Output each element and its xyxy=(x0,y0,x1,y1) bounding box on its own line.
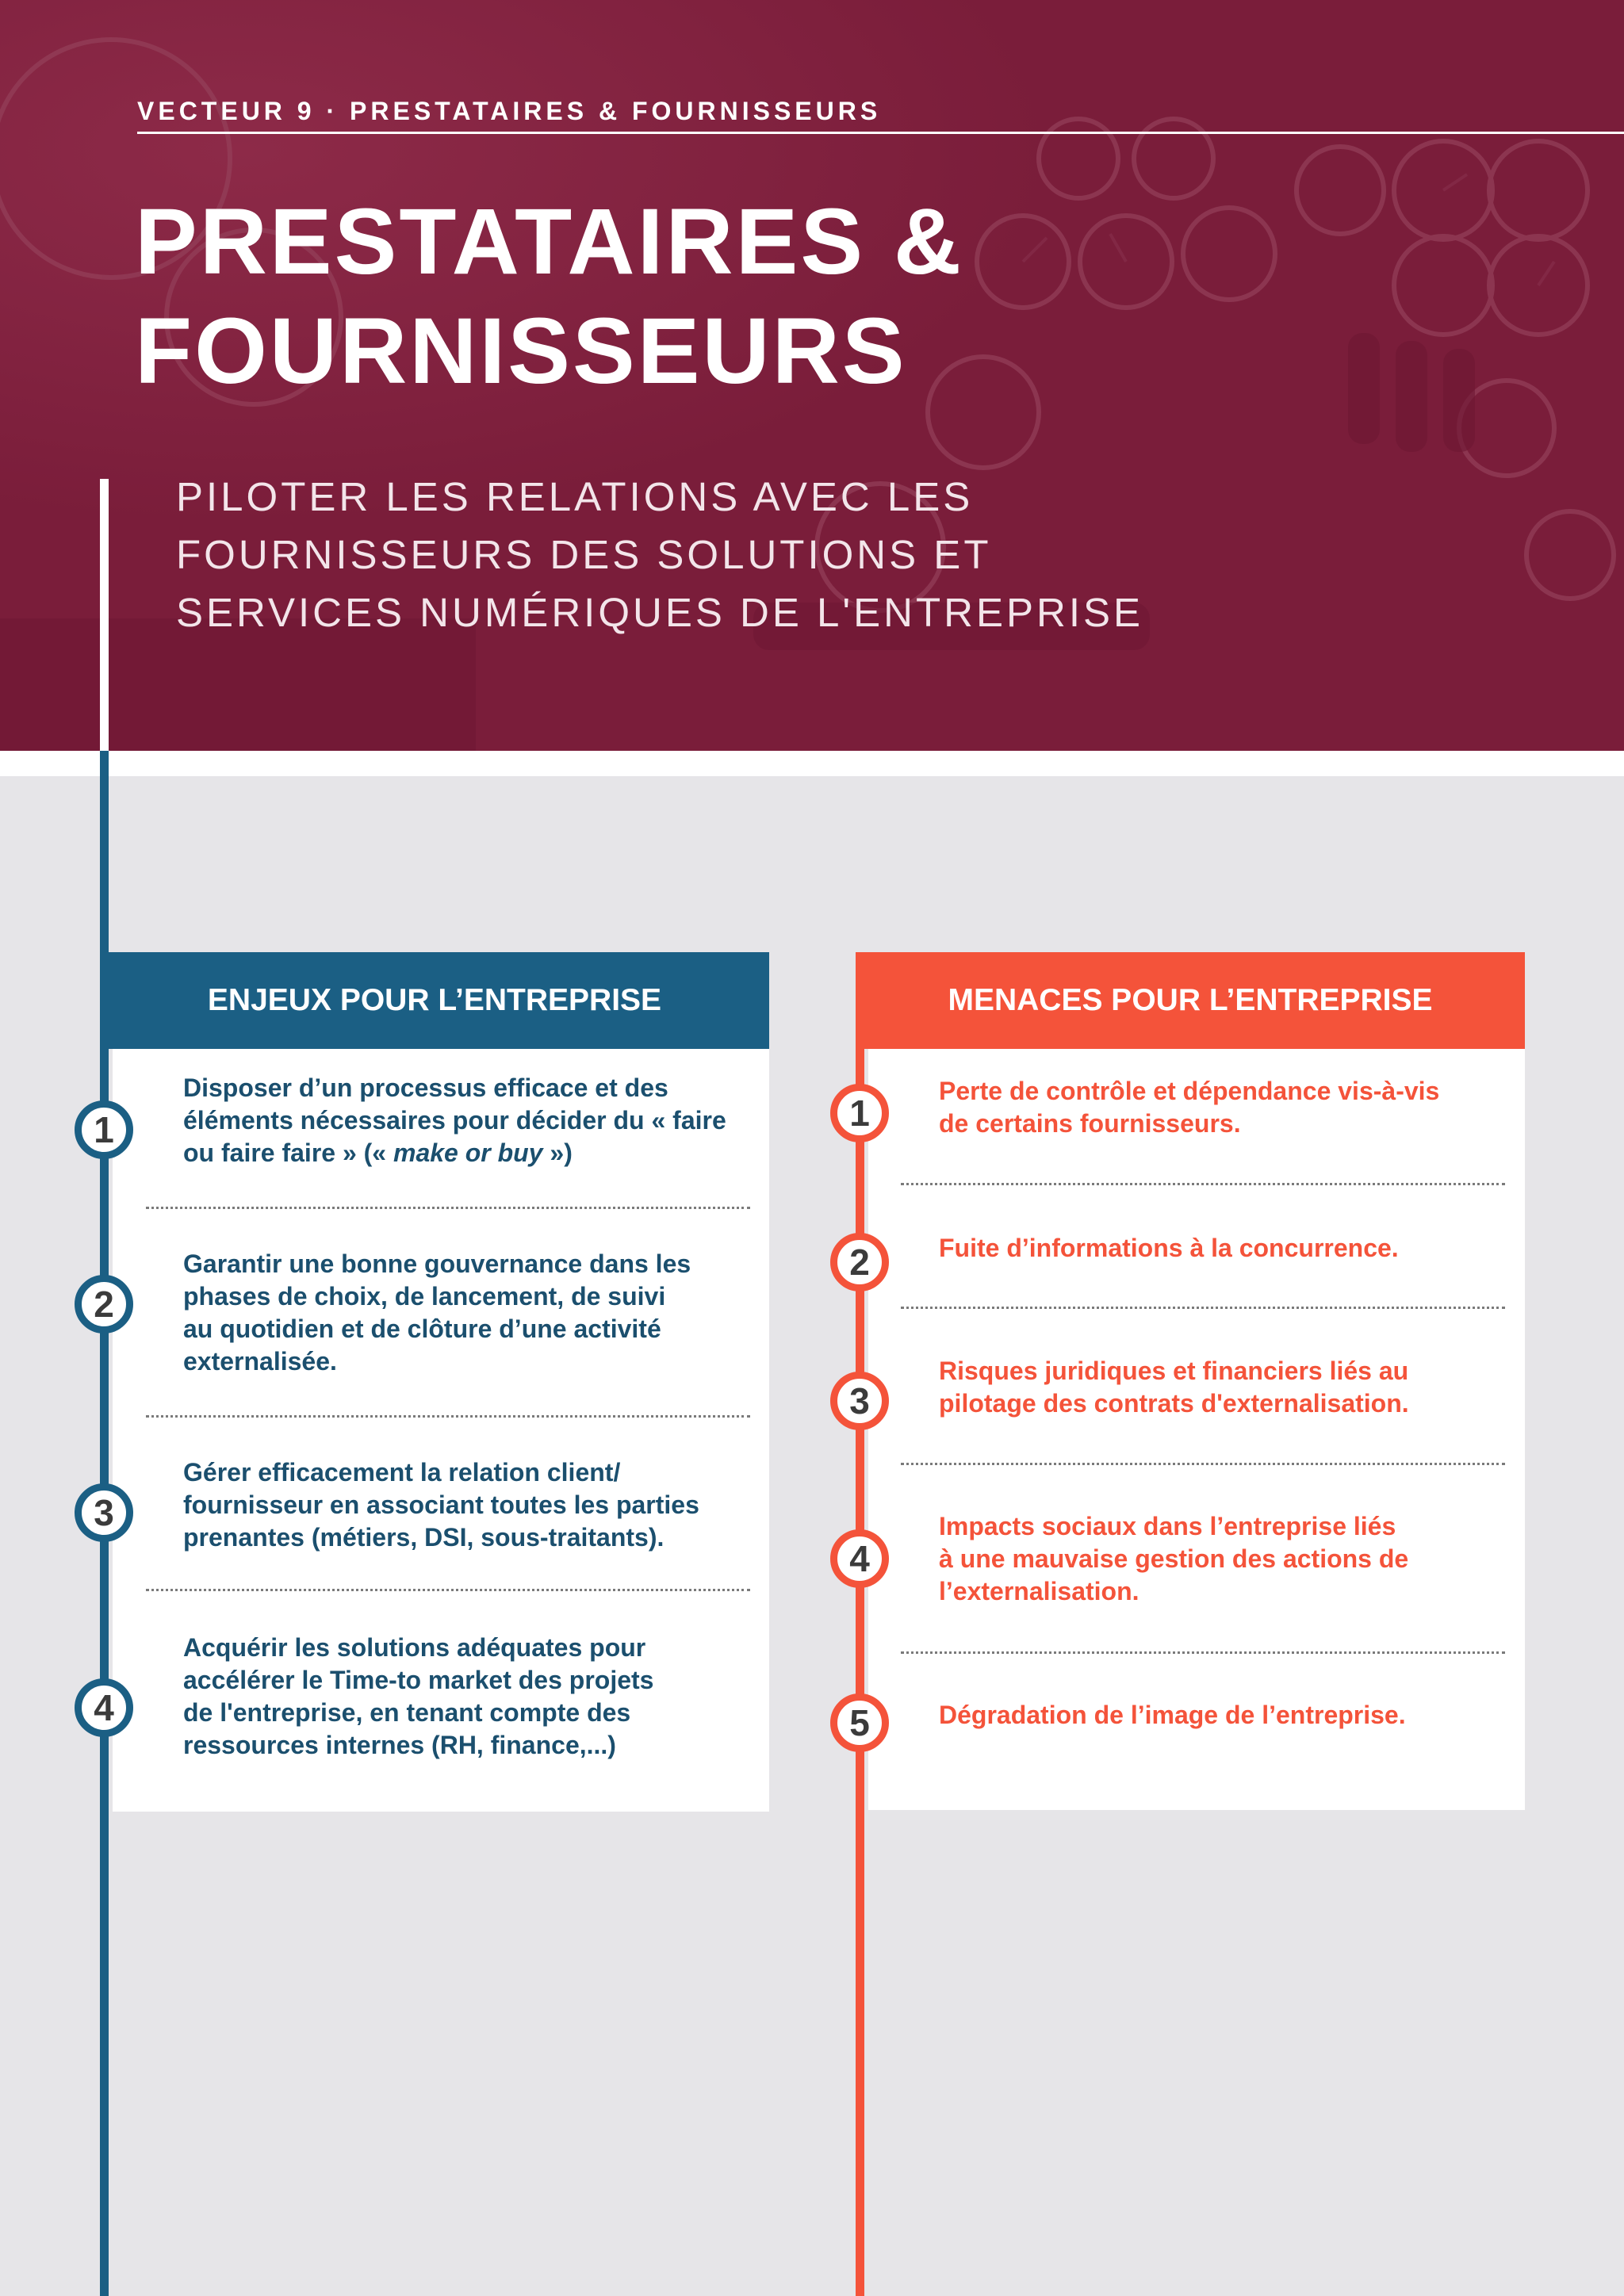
text-line: Perte de contrôle et dépendance vis-à-vi… xyxy=(939,1077,1440,1105)
enjeux-item-3-text: Gérer efficacement la relation client/ f… xyxy=(183,1456,754,1554)
menaces-item-1-text: Perte de contrôle et dépendance vis-à-vi… xyxy=(939,1075,1510,1140)
hero-separator xyxy=(0,751,1624,776)
cockpit-background-image xyxy=(0,0,1624,751)
item-divider xyxy=(901,1183,1505,1185)
text-line: Dégradation de l’image de l’entreprise. xyxy=(939,1701,1406,1729)
menaces-item-5-text: Dégradation de l’image de l’entreprise. xyxy=(939,1699,1510,1732)
text-fragment: ou faire faire » (« xyxy=(183,1138,393,1167)
menaces-item-2-text: Fuite d’informations à la concurrence. xyxy=(939,1232,1510,1265)
menaces-number-badge: 5 xyxy=(830,1693,889,1752)
enjeux-item-2-text: Garantir une bonne gouvernance dans les … xyxy=(183,1248,754,1378)
item-divider xyxy=(146,1589,750,1591)
kicker-label: VECTEUR 9 · PRESTATAIRES & FOURNISSEURS xyxy=(137,97,882,125)
page-title-line: PRESTATAIRES & xyxy=(135,189,964,294)
text-line: à une mauvaise gestion des actions de xyxy=(939,1544,1409,1573)
page-title: PRESTATAIRES & FOURNISSEURS xyxy=(135,187,963,406)
item-divider xyxy=(146,1207,750,1209)
text-line: externalisée. xyxy=(183,1347,337,1376)
text-line: pilotage des contrats d'externalisation. xyxy=(939,1389,1409,1418)
text-line: fournisseur en associant toutes les part… xyxy=(183,1490,699,1519)
text-line: Fuite d’informations à la concurrence. xyxy=(939,1234,1399,1262)
menaces-number-badge: 2 xyxy=(830,1233,889,1292)
text-line: Acquérir les solutions adéquates pour xyxy=(183,1633,646,1662)
text-line: accélérer le Time-to market des projets xyxy=(183,1666,654,1694)
text-line: Gérer efficacement la relation client/ xyxy=(183,1458,621,1487)
text-line: l’externalisation. xyxy=(939,1577,1139,1605)
enjeux-item-4-text: Acquérir les solutions adéquates pour ac… xyxy=(183,1632,754,1762)
subtitle-line: PILOTER LES RELATIONS AVEC LES xyxy=(176,474,974,519)
menaces-card xyxy=(868,952,1525,1810)
text-line: prenantes (métiers, DSI, sous-traitants)… xyxy=(183,1523,665,1552)
hero-banner: VECTEUR 9 · PRESTATAIRES & FOURNISSEURS … xyxy=(0,0,1624,751)
enjeux-card-title: ENJEUX POUR L’ENTREPRISE xyxy=(100,952,769,1049)
text-line: ressources internes (RH, finance,...) xyxy=(183,1731,616,1759)
text-line: éléments nécessaires pour décider du « f… xyxy=(183,1106,726,1135)
text-line: Risques juridiques et financiers liés au xyxy=(939,1357,1409,1385)
text-line: au quotidien et de clôture d’une activit… xyxy=(183,1314,661,1343)
enjeux-number-badge: 4 xyxy=(75,1678,133,1737)
text-line: phases de choix, de lancement, de suivi xyxy=(183,1282,666,1311)
enjeux-card xyxy=(113,952,769,1812)
text-line: de l'entreprise, en tenant compte des xyxy=(183,1698,631,1727)
item-divider xyxy=(901,1463,1505,1465)
menaces-item-3-text: Risques juridiques et financiers liés au… xyxy=(939,1355,1510,1420)
menaces-number-badge: 4 xyxy=(830,1529,889,1588)
menaces-timeline-line xyxy=(856,952,864,2296)
enjeux-number-badge: 1 xyxy=(75,1100,133,1159)
text-line: ou faire faire » (« make or buy ») xyxy=(183,1137,754,1169)
text-line: Garantir une bonne gouvernance dans les xyxy=(183,1249,691,1278)
subtitle-line: FOURNISSEURS DES SOLUTIONS ET xyxy=(176,532,992,577)
item-divider xyxy=(146,1415,750,1418)
item-divider xyxy=(901,1651,1505,1654)
text-line: Disposer d’un processus efficace et des xyxy=(183,1073,668,1102)
menaces-item-4-text: Impacts sociaux dans l’entreprise liés à… xyxy=(939,1510,1510,1608)
subtitle-line: SERVICES NUMÉRIQUES DE L'ENTREPRISE xyxy=(176,590,1144,635)
menaces-card-title: MENACES POUR L’ENTREPRISE xyxy=(856,952,1525,1049)
item-divider xyxy=(901,1307,1505,1309)
text-fragment: ») xyxy=(542,1138,573,1167)
enjeux-number-badge: 3 xyxy=(75,1483,133,1542)
page-title-line: FOURNISSEURS xyxy=(135,299,907,404)
text-line: Impacts sociaux dans l’entreprise liés xyxy=(939,1512,1396,1540)
enjeux-item-1-text: Disposer d’un processus efficace et des … xyxy=(183,1072,754,1169)
page-subtitle: PILOTER LES RELATIONS AVEC LES FOURNISSE… xyxy=(176,468,1143,641)
kicker-underline xyxy=(137,132,1624,134)
menaces-number-badge: 3 xyxy=(830,1372,889,1430)
text-line: de certains fournisseurs. xyxy=(939,1109,1241,1138)
enjeux-number-badge: 2 xyxy=(75,1275,133,1334)
menaces-number-badge: 1 xyxy=(830,1084,889,1142)
make-or-buy-emphasis: make or buy xyxy=(393,1138,543,1167)
timeline-line-hero xyxy=(100,479,109,751)
